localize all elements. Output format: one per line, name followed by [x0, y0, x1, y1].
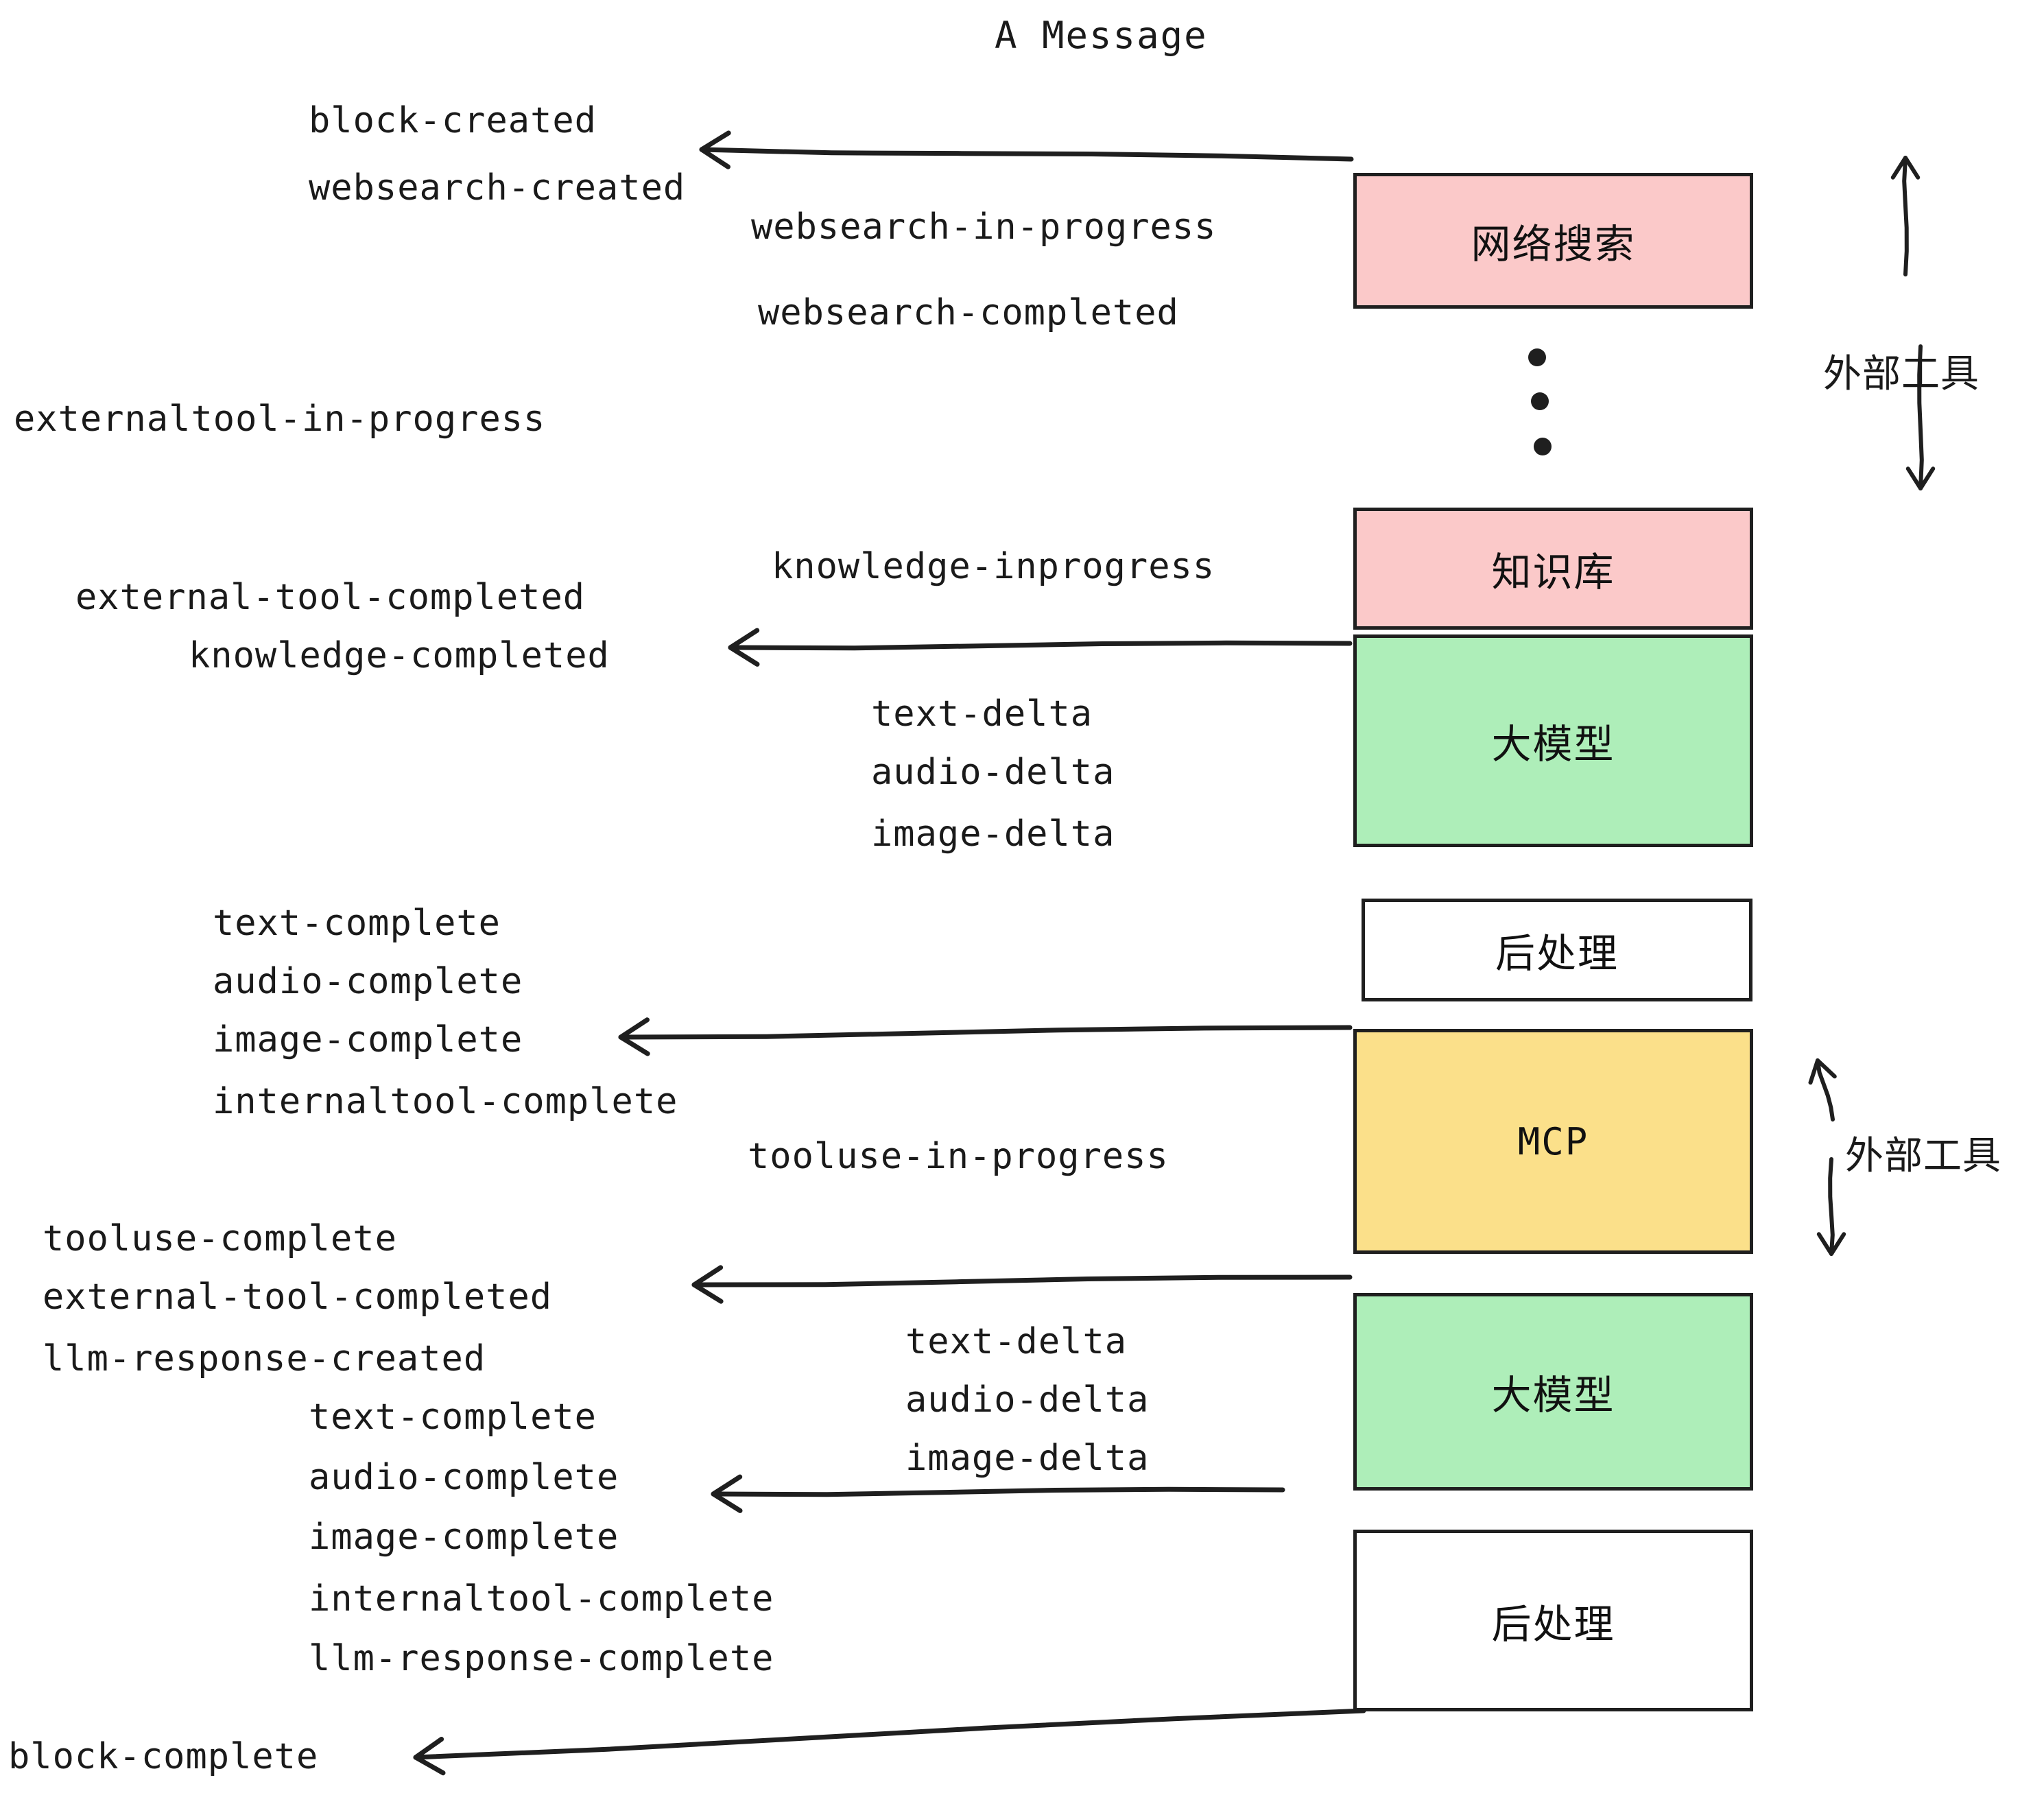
event-label: external-tool-completed: [75, 577, 586, 618]
external-tool-scope-down-2: [1816, 1157, 1846, 1256]
event-label: text-delta: [905, 1321, 1128, 1362]
ellipsis-dot: [1531, 392, 1549, 410]
external-tool-scope-up-1: [1890, 156, 1921, 276]
external-tool-scope-up-2: [1808, 1058, 1837, 1121]
event-label: audio-delta: [905, 1379, 1150, 1421]
external-tool-scope-label: 外部工具: [1823, 352, 1980, 396]
event-label: llm-response-created: [43, 1338, 486, 1379]
node-knowledge: 知识库: [1353, 508, 1753, 630]
event-label: text-complete: [309, 1397, 597, 1438]
tooluse-complete-arrow: [691, 1265, 1353, 1304]
node-llm-2: 大模型: [1353, 1293, 1753, 1491]
event-label: external-tool-completed: [43, 1277, 553, 1318]
event-label: knowledge-completed: [189, 635, 610, 676]
knowledge-completed-arrow: [728, 628, 1353, 667]
audio-complete-arrow: [711, 1474, 1285, 1513]
event-label: llm-response-complete: [309, 1638, 774, 1679]
event-label: image-delta: [905, 1438, 1150, 1479]
ellipsis-dot: [1528, 348, 1546, 366]
event-label: audio-complete: [309, 1457, 619, 1498]
event-label: internaltool-complete: [213, 1081, 678, 1122]
ellipsis-dot: [1534, 438, 1552, 455]
event-label: audio-delta: [871, 752, 1115, 793]
event-label: tooluse-complete: [43, 1218, 397, 1259]
external-tool-scope-label: 外部工具: [1845, 1134, 2001, 1178]
block-created-arrow: [699, 130, 1354, 169]
node-postproc-1: 后处理: [1362, 899, 1752, 1001]
event-label: text-complete: [213, 903, 501, 944]
page-title: A Message: [995, 14, 1208, 57]
event-label: websearch-in-progress: [751, 206, 1217, 248]
event-label: internaltool-complete: [309, 1578, 774, 1619]
node-mcp: MCP: [1353, 1029, 1753, 1254]
event-label: websearch-created: [309, 167, 686, 209]
node-websearch: 网络搜索: [1353, 173, 1753, 309]
event-label: block-complete: [8, 1736, 319, 1777]
event-label: text-delta: [871, 693, 1093, 735]
node-llm-1: 大模型: [1353, 634, 1753, 847]
event-label: image-complete: [213, 1019, 523, 1060]
event-label: image-complete: [309, 1517, 619, 1558]
image-complete-arrow: [618, 1017, 1353, 1056]
event-label: knowledge-inprogress: [772, 546, 1215, 587]
event-label: image-delta: [871, 814, 1115, 855]
event-label: tooluse-in-progress: [748, 1136, 1169, 1177]
event-label: websearch-completed: [758, 292, 1179, 333]
node-postproc-2: 后处理: [1353, 1530, 1753, 1711]
event-label: externaltool-in-progress: [14, 399, 546, 440]
event-label: audio-complete: [213, 961, 523, 1002]
event-label: block-created: [309, 100, 597, 141]
block-complete-arrow: [413, 1708, 1366, 1776]
